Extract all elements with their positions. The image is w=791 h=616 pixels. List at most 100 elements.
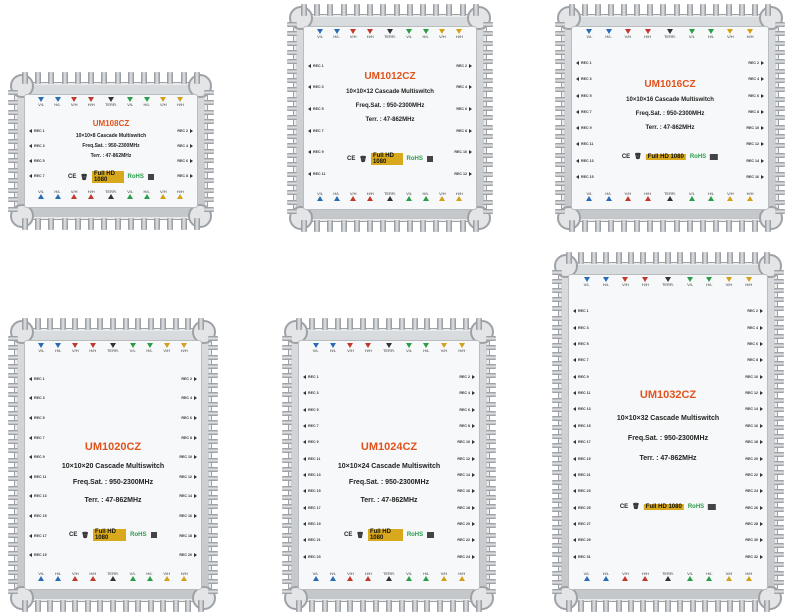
model-name: UM1032CZ	[639, 389, 697, 401]
input-port: V/L	[129, 571, 136, 587]
f-connector	[8, 401, 18, 407]
f-connector	[282, 504, 292, 510]
f-connector	[774, 506, 784, 512]
f-connector	[84, 600, 91, 612]
input-arrow-icon	[406, 196, 413, 201]
f-connector	[774, 324, 784, 330]
input-arrow-icon	[365, 343, 372, 348]
arrow-right-icon	[190, 128, 193, 133]
rec-output-label: REC 2	[181, 376, 197, 381]
arrow-left-icon	[303, 424, 306, 429]
f-connector	[8, 579, 18, 585]
arrow-left-icon	[308, 128, 311, 133]
weee-bin-icon: 🗑	[359, 156, 367, 163]
rohs-logo: RoHS	[406, 156, 423, 162]
input-label: H/L	[602, 571, 609, 576]
arrow-right-icon	[194, 494, 197, 499]
f-connector	[483, 31, 493, 37]
f-connector	[621, 4, 628, 16]
arrow-right-icon	[761, 142, 764, 147]
f-connector	[686, 220, 693, 232]
input-port: H/H	[177, 189, 184, 205]
f-connector	[475, 318, 482, 330]
full-hd-logo: Full HD 1080	[643, 503, 684, 510]
f-connector	[282, 354, 292, 360]
input-port: V/H	[726, 571, 732, 587]
f-connector	[97, 600, 104, 612]
arrow-right-icon	[472, 489, 475, 494]
f-connector	[486, 523, 496, 529]
f-connector	[287, 40, 297, 46]
input-port: V/L	[38, 571, 44, 587]
rec-output-label: REC 10	[746, 126, 764, 131]
f-connector	[552, 588, 562, 594]
input-port: TERR.	[105, 189, 117, 205]
f-connector	[393, 4, 400, 16]
input-arrow-icon	[386, 196, 393, 201]
arrow-left-icon	[29, 173, 32, 178]
arrow-left-icon	[29, 455, 32, 460]
f-connector	[61, 72, 68, 84]
f-connector	[555, 162, 565, 168]
f-connector	[282, 420, 292, 426]
f-connector	[615, 252, 622, 264]
input-port: TERR.	[662, 277, 674, 293]
rec-output-label: REC 29	[573, 538, 591, 543]
input-arrow-icon	[456, 29, 463, 34]
f-connector	[555, 87, 565, 93]
f-connector	[555, 171, 565, 177]
arrow-right-icon	[194, 435, 197, 440]
f-connector	[450, 600, 457, 612]
input-arrow-icon	[624, 29, 631, 34]
input-arrow-icon	[440, 343, 447, 348]
arrow-right-icon	[761, 126, 764, 131]
f-connector	[398, 600, 405, 612]
input-arrow-icon	[687, 277, 694, 282]
input-arrow-icon	[622, 576, 629, 581]
f-connector	[775, 208, 785, 214]
f-connector	[483, 143, 493, 149]
f-connector	[552, 297, 562, 303]
input-label: V/L	[406, 34, 413, 39]
f-connector	[462, 600, 469, 612]
input-port: H/L	[605, 29, 612, 45]
f-connector	[555, 68, 565, 74]
input-arrow-icon	[127, 97, 134, 102]
arrow-right-icon	[472, 375, 475, 380]
arrow-right-icon	[472, 505, 475, 510]
input-label: H/H	[745, 571, 753, 576]
f-connector	[483, 68, 493, 74]
rec-output-label: REC 26	[745, 505, 763, 510]
rec-output-label: REC 16	[457, 489, 475, 494]
arrow-right-icon	[760, 505, 763, 510]
input-label: H/H	[364, 571, 372, 576]
freq-terr: Terr. : 47-862MHz	[360, 497, 418, 504]
f-connector	[486, 401, 496, 407]
input-port: H/L	[143, 189, 150, 205]
f-connector	[712, 4, 719, 16]
f-connector	[652, 600, 659, 612]
f-connector	[8, 438, 18, 444]
input-label: V/H	[347, 348, 354, 353]
arrow-left-icon	[573, 374, 576, 379]
input-label: H/H	[644, 34, 652, 39]
f-connector	[608, 4, 615, 16]
f-connector	[677, 252, 684, 264]
ce-mark-icon: CE	[69, 532, 78, 538]
rec-output-label: REC 22	[745, 472, 763, 477]
f-connector	[775, 199, 785, 205]
rec-output-label: REC 7	[29, 435, 47, 440]
rec-output-label: REC 9	[29, 455, 47, 460]
rec-output-label: REC 18	[179, 533, 197, 538]
input-arrow-icon	[439, 29, 446, 34]
top-connectors	[296, 318, 482, 330]
f-connector	[282, 560, 292, 566]
input-label: V/L	[586, 191, 593, 196]
f-connector	[282, 382, 292, 388]
f-connector	[702, 252, 709, 264]
